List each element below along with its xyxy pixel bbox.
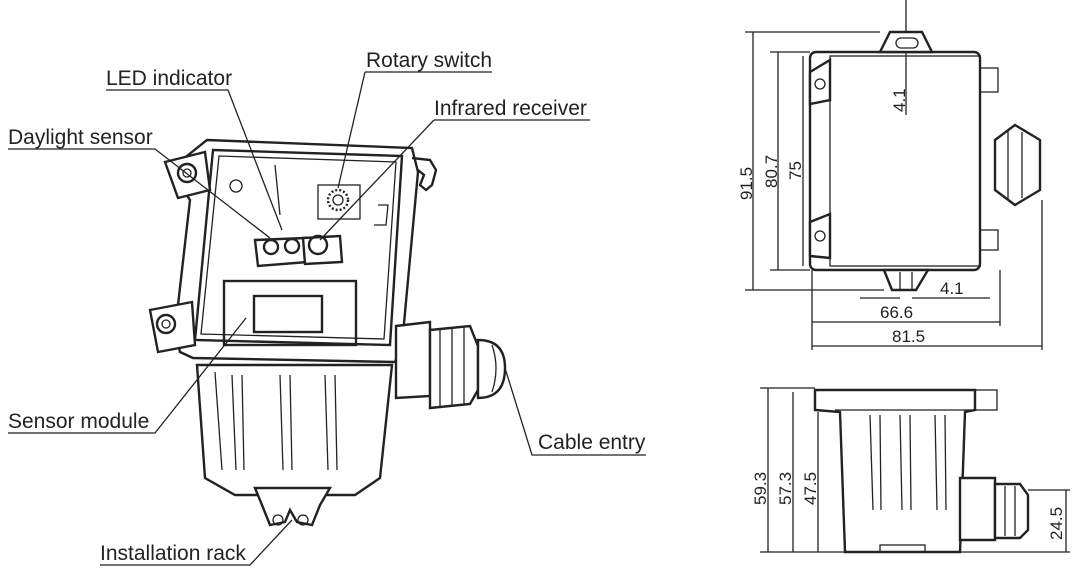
cable-entry-label: Cable entry [538,431,646,454]
installation-rack-label: Installation rack [100,542,246,565]
dim-tab-top: 4.1 [890,88,909,112]
dim-side-height-overall: 59.3 [751,472,770,505]
side-view [760,387,1070,554]
installation-rack-shape [253,486,333,527]
sensor-module-label: Sensor module [8,410,149,433]
dim-tab-bottom: 4.1 [940,279,964,298]
dim-side-height-body: 57.3 [776,472,795,505]
led-indicator-label: LED indicator [106,67,232,90]
top-view [745,0,1043,350]
perspective-view [148,138,507,527]
dim-height-body: 80.7 [762,155,781,188]
rotary-switch-label: Rotary switch [366,49,492,72]
infrared-receiver-label: Infrared receiver [434,97,587,120]
dim-width-inner: 66.6 [880,303,913,322]
dim-side-height-inner: 47.5 [801,472,820,505]
daylight-sensor-label: Daylight sensor [8,126,153,149]
dim-height-overall: 91.5 [737,167,756,200]
dim-cable-height: 24.5 [1047,507,1066,540]
callout-leaders [8,71,646,566]
dim-height-inner: 75 [786,161,805,180]
dim-width-overall: 81.5 [892,327,925,346]
